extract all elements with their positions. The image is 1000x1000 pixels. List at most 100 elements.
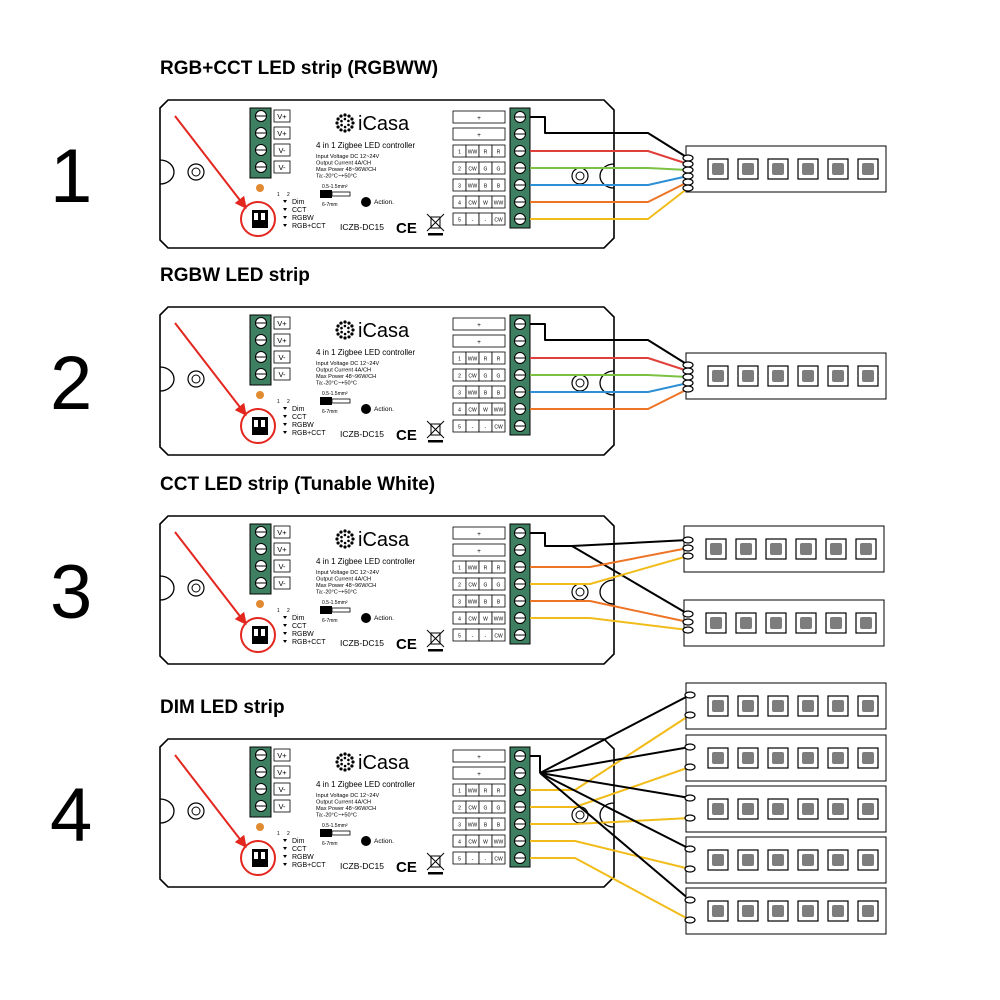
led-chip-light <box>770 617 782 629</box>
led-chip-light <box>770 543 782 555</box>
power-label-box <box>273 350 291 364</box>
channel-cell <box>491 628 506 642</box>
wire <box>530 532 689 547</box>
logo-dot <box>336 764 340 768</box>
wire <box>530 357 689 372</box>
power-label-box <box>273 576 291 590</box>
channel-cell-text: W <box>483 617 488 623</box>
logo-dot <box>335 328 339 332</box>
logo-dot <box>347 767 351 771</box>
brand-logo-icon <box>335 752 355 772</box>
power-label: V- <box>278 562 286 571</box>
channel-cell-text: - <box>472 218 474 224</box>
led-chip-light <box>860 617 872 629</box>
logo-dot <box>340 762 343 766</box>
logo-dot <box>350 117 354 121</box>
wire <box>539 772 691 850</box>
mode-label: Dim <box>292 615 305 622</box>
logo-dot <box>335 537 339 541</box>
mode-label: Dim <box>292 838 305 845</box>
logo-dot <box>343 113 347 117</box>
switch-number: 1 <box>277 608 280 614</box>
brand-name: iCasa <box>358 113 410 135</box>
diagram-number: 2 <box>50 341 92 426</box>
mode-indicator <box>283 216 287 219</box>
channel-cell-text: WW <box>468 357 478 363</box>
diagram-title: CCT LED strip (Tunable White) <box>160 474 435 495</box>
bin-cross <box>426 420 445 439</box>
channel-cell <box>491 851 506 865</box>
wire <box>539 772 691 799</box>
channel-cell-text: - <box>485 634 487 640</box>
spec-line: Output Current 4A/CH <box>316 800 371 806</box>
wire <box>539 772 691 901</box>
channel-cell-text: W <box>483 408 488 414</box>
channel-cell-text: 3 <box>458 823 461 829</box>
led-chip-light <box>832 854 844 866</box>
mode-label: CCT <box>292 623 307 630</box>
channel-cell-text: CW <box>468 167 477 173</box>
strip-pad <box>682 379 694 387</box>
logo-dot <box>350 756 354 760</box>
plus-label: + <box>477 531 481 538</box>
channel-cell-text: G <box>484 167 488 173</box>
logo-dot <box>336 541 340 545</box>
wire <box>539 746 691 774</box>
mounting-slot-right <box>599 802 615 828</box>
logo-dot <box>347 114 351 118</box>
wiring <box>530 532 689 631</box>
power-label-box <box>273 109 291 123</box>
bin-body <box>430 216 441 229</box>
channel-cell-text: WW <box>494 840 504 846</box>
logo-dot <box>350 332 354 336</box>
channel-cell-text: 4 <box>458 617 461 623</box>
strip-pad <box>682 610 694 618</box>
mounting-slot-left <box>159 366 175 392</box>
diagram-title: RGBW LED strip <box>160 265 310 286</box>
led-strip-1 <box>685 682 887 730</box>
wire <box>530 187 689 220</box>
led-chip-light <box>712 370 724 382</box>
dip-switch-highlight <box>240 840 276 876</box>
power-label-box <box>273 160 291 174</box>
channel-cell <box>491 351 506 365</box>
led-chip-light <box>710 617 722 629</box>
channel-cell-text: 4 <box>458 840 461 846</box>
channel-cell-text: - <box>485 857 487 863</box>
spec-line: Input Voltage DC 12~24V <box>316 361 380 367</box>
spec-line: Output Current 4A/CH <box>316 368 371 374</box>
logo-dot <box>335 121 339 125</box>
plus-label: + <box>477 115 481 122</box>
plus-label-box <box>452 110 506 124</box>
channel-cell-text: R <box>497 150 501 156</box>
bin-cross <box>426 852 445 871</box>
channel-cell-text: R <box>484 566 488 572</box>
channel-cell-text: 3 <box>458 184 461 190</box>
logo-dot <box>347 119 350 123</box>
logo-dot <box>343 125 347 129</box>
spec-line: Ta:-20°C~+50°C <box>316 174 357 180</box>
power-label: V+ <box>277 545 287 554</box>
led-chip-light <box>742 905 754 917</box>
plus-label: + <box>477 322 481 329</box>
led-chip-light <box>862 700 874 712</box>
mode-indicator <box>283 415 287 418</box>
led-chip-light <box>742 803 754 815</box>
logo-dot <box>340 119 343 123</box>
led-chip-light <box>742 370 754 382</box>
ce-mark: CE <box>396 636 417 653</box>
power-label: V+ <box>277 319 287 328</box>
led-chip-light <box>772 905 784 917</box>
strip-pad <box>684 865 696 873</box>
logo-dot <box>347 753 351 757</box>
led-chip-light <box>802 905 814 917</box>
led-chip-light <box>862 752 874 764</box>
led-chip-light <box>802 700 814 712</box>
channel-cell-text: R <box>484 150 488 156</box>
logo-dot <box>347 335 351 339</box>
channel-cell-text: - <box>472 857 474 863</box>
logo-dot <box>343 320 347 324</box>
mode-label: RGB+CCT <box>292 639 326 646</box>
led-chip-light <box>802 803 814 815</box>
channel-cell-text: G <box>497 806 501 812</box>
